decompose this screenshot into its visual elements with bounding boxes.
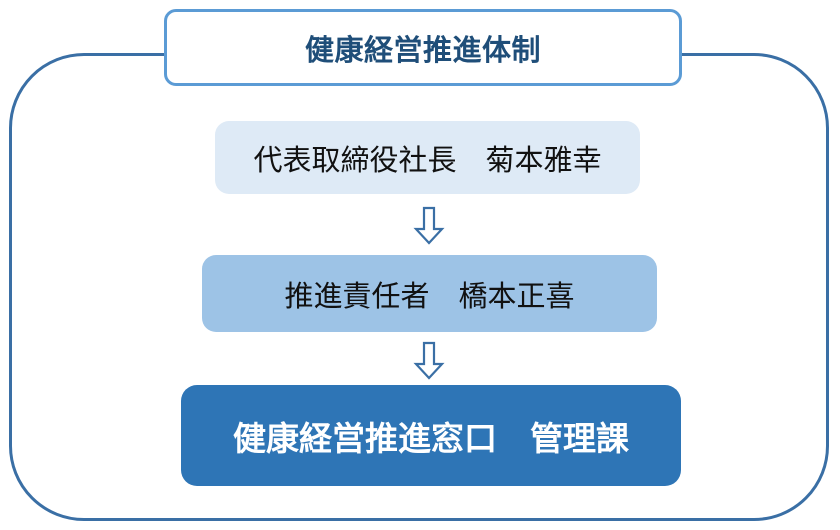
- level-ceo-box: 代表取締役社長 菊本雅幸: [215, 121, 640, 194]
- down-arrow-icon: [413, 206, 445, 245]
- level-contact-box: 健康経営推進窓口 管理課: [181, 385, 681, 486]
- title-box: 健康経営推進体制: [164, 9, 682, 86]
- down-arrow-icon: [413, 341, 445, 380]
- level-ceo-label: 代表取締役社長 菊本雅幸: [253, 142, 602, 177]
- diagram-title: 健康経営推進体制: [304, 32, 541, 67]
- level-manager-label: 推進責任者 橋本正喜: [284, 278, 575, 313]
- level-contact-label: 健康経営推進窓口 管理課: [233, 418, 629, 458]
- level-manager-box: 推進責任者 橋本正喜: [202, 255, 657, 332]
